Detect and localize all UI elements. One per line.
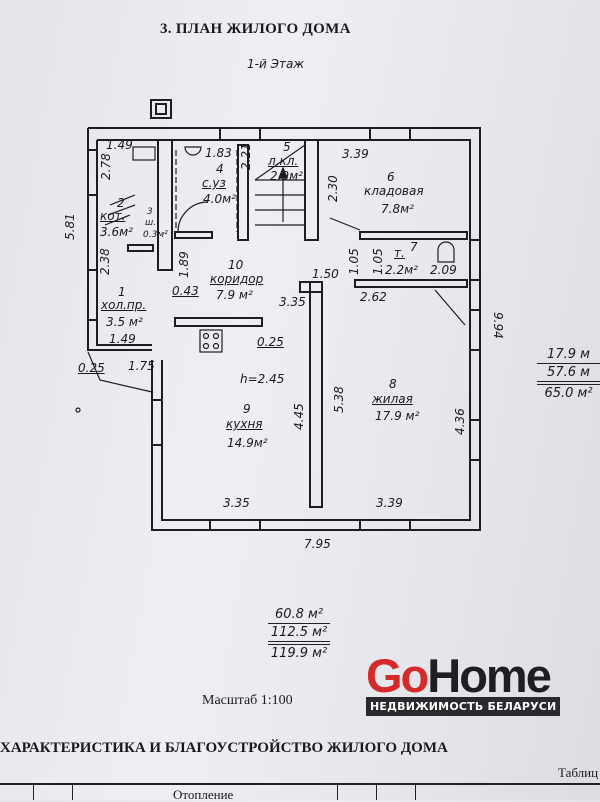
room-5-number: 5: [283, 140, 291, 154]
room-2-area: 3.6м²: [100, 225, 133, 239]
dim-label: 3.35: [223, 496, 250, 510]
dim-label: 0.25: [257, 335, 284, 349]
table-cell-divider: [376, 783, 377, 800]
living-area: 17.9 м: [547, 347, 590, 362]
room-3-number: 3: [147, 207, 153, 217]
dim-label: 1.05: [347, 248, 361, 275]
dim-label: 7.95: [304, 537, 331, 551]
room-7-area: 2.2м²: [385, 263, 418, 277]
room-2-name: кот.: [100, 209, 126, 223]
dim-label: 2.62: [360, 290, 387, 304]
floor-area-summary: 17.9 м 57.6 м 65.0 м²: [537, 346, 600, 402]
room-10-area: 7.9 м²: [216, 288, 253, 302]
dim-label: 5.38: [332, 386, 346, 413]
scale-label: Масштаб 1:100: [202, 693, 293, 708]
logo-go: Go: [366, 649, 429, 702]
room-10-number: 10: [228, 258, 244, 272]
room-4-name: с.уз: [202, 176, 226, 190]
dim-label: 0.25: [78, 361, 105, 375]
logo-tagline: НЕДВИЖИМОСТЬ БЕЛАРУСИ: [366, 697, 561, 716]
room-10-name: коридор: [210, 272, 264, 286]
room-8-name: жилая: [372, 392, 413, 406]
room-8-area: 17.9 м²: [375, 409, 420, 423]
dim-label: 5.81: [63, 213, 77, 240]
page-title: 3. ПЛАН ЖИЛОГО ДОМА: [160, 21, 351, 37]
dim-label: 9.94: [491, 312, 505, 339]
dim-label: 3.39: [376, 496, 403, 510]
room-5-name: л.кл.: [268, 154, 299, 168]
living-area: 60.8 м²: [274, 607, 324, 622]
chimney: [150, 99, 172, 119]
room-1-area: 3.5 м²: [106, 315, 143, 329]
dim-label: 1.83: [205, 146, 232, 160]
room-2-number: 2: [117, 196, 125, 210]
floor-label: 1-й Этаж: [247, 57, 305, 71]
room-6-number: 6: [387, 170, 395, 184]
logo-home: Home: [427, 649, 552, 702]
dim-label: 2.30: [326, 175, 340, 202]
dim-label: 3.35: [279, 295, 306, 309]
table-cell-divider: [33, 783, 34, 800]
gohome-watermark: GoHome НЕДВИЖИМОСТЬ БЕЛАРУСИ: [366, 649, 561, 716]
dim-label: 1.49: [109, 332, 136, 346]
table-header-heating: Отопление: [173, 787, 234, 802]
total-area: 112.5 м²: [268, 623, 330, 641]
table-label: Таблиц: [558, 765, 599, 780]
room-1-number: 1: [118, 285, 126, 299]
table-cell-divider: [72, 783, 73, 800]
room-6-name: кладовая: [364, 184, 424, 198]
dim-label: 1.75: [128, 359, 155, 373]
table-cell-divider: [415, 783, 416, 800]
gross-area: 119.9 м²: [268, 641, 330, 662]
room-9-area: 14.9м²: [227, 436, 268, 450]
outer-wall: [87, 127, 481, 531]
dim-label: 4.45: [292, 403, 306, 430]
dim-label: 2.38: [98, 248, 112, 275]
room-7-number: 7: [410, 240, 418, 254]
room-3-area: 0.3м²: [143, 230, 168, 240]
section-title: ХАРАКТЕРИСТИКА И БЛАГОУСТРОЙСТВО ЖИЛОГО …: [0, 740, 448, 756]
gross-area: 65.0 м²: [537, 381, 600, 402]
room-8-number: 8: [389, 377, 397, 391]
room-4-area: 4.0м²: [203, 192, 236, 206]
dim-label: 2.78: [99, 153, 113, 180]
total-area: 57.6 м: [537, 363, 600, 381]
room-9-name: кухня: [226, 417, 263, 431]
dim-label: 0.43: [172, 284, 199, 298]
room-5-area: 2.9м²: [270, 169, 303, 183]
ceiling-height: h=2.45: [240, 372, 285, 386]
internal-wall: [157, 139, 173, 271]
dim-label: 4.36: [453, 408, 467, 435]
room-7-name: т.: [394, 246, 405, 260]
outer-wall-inner: [97, 139, 471, 521]
room-9-number: 9: [243, 402, 251, 416]
dim-label: 2.21: [239, 143, 253, 170]
dim-label: 1.89: [177, 251, 191, 278]
dim-label: 1.50: [312, 267, 339, 281]
table-cell-divider: [337, 783, 338, 800]
room-3-name: ш.: [145, 218, 157, 228]
room-4-number: 4: [216, 162, 224, 176]
room-1-name: хол.пр.: [101, 298, 147, 312]
dim-label: 1.05: [371, 248, 385, 275]
dim-label: 2.09: [430, 263, 457, 277]
room-6-area: 7.8м²: [381, 202, 414, 216]
dim-label: 1.49: [106, 138, 133, 152]
house-area-summary: 60.8 м² 112.5 м² 119.9 м²: [268, 606, 330, 662]
dim-label: 3.39: [342, 147, 369, 161]
table-top-border: [0, 783, 600, 785]
